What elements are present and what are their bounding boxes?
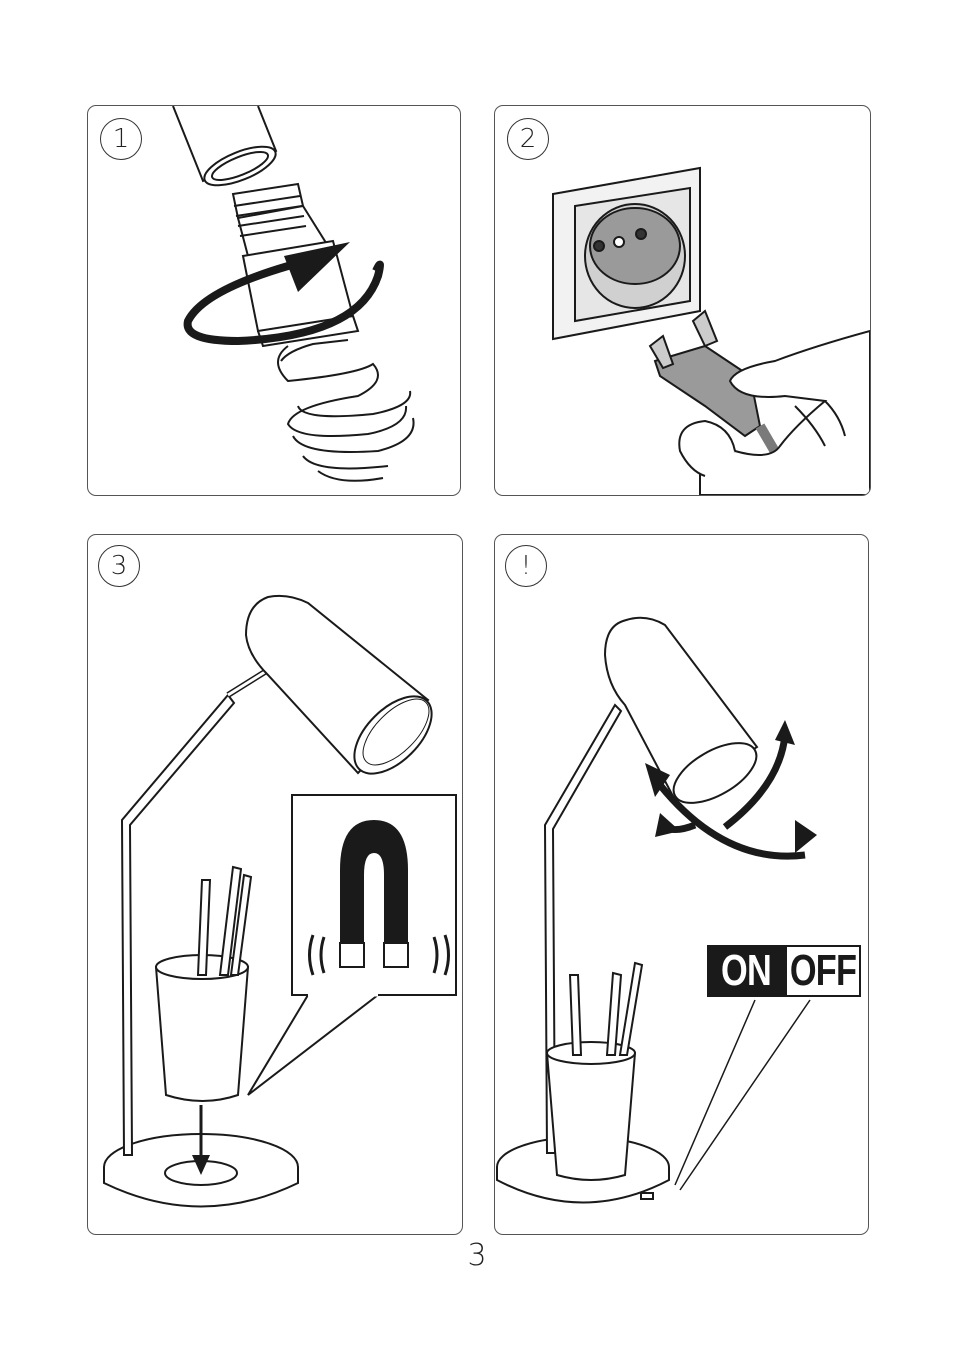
step-2-panel: 2 (494, 105, 871, 496)
step-warning-panel: ! (494, 534, 869, 1235)
lamp-adjust-illustration (495, 535, 868, 1234)
step-warning-badge: ! (505, 545, 547, 587)
bulb-illustration (88, 106, 460, 495)
page-number: 3 (0, 1238, 954, 1273)
step-3-panel: 3 (87, 534, 463, 1235)
step-3-badge: 3 (98, 545, 140, 587)
switch-off-label: OFF (793, 945, 852, 997)
step-2-badge: 2 (507, 118, 549, 160)
lamp-magnet-illustration (88, 535, 462, 1234)
plug-illustration (495, 106, 870, 495)
step-1-badge: 1 (100, 118, 142, 160)
switch-on-label: ON (716, 945, 777, 997)
step-1-panel: 1 (87, 105, 461, 496)
